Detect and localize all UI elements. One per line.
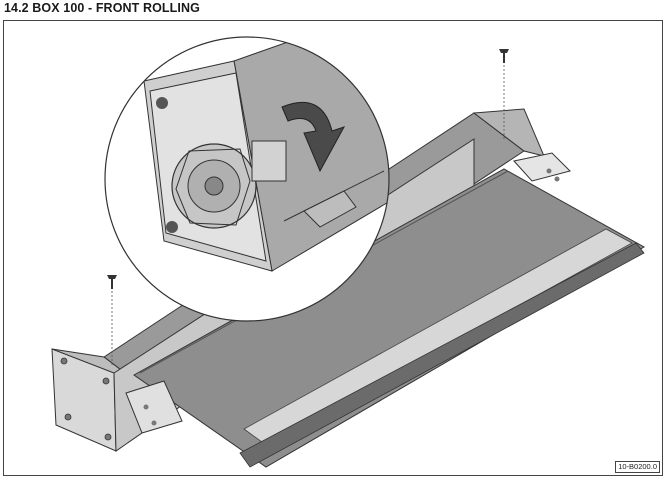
rotation-arrow-icon bbox=[281, 102, 346, 173]
sliding-lid bbox=[133, 168, 646, 468]
reference-code: 10-B0200.0 bbox=[615, 461, 660, 473]
left-bracket bbox=[125, 380, 183, 434]
screw-icon bbox=[499, 49, 509, 139]
right-bracket bbox=[513, 152, 571, 182]
technical-drawing-frame: 10-B0200.0 bbox=[3, 20, 663, 476]
screw-icon bbox=[107, 275, 117, 367]
lid-light-strip bbox=[243, 228, 633, 446]
box-assembly-drawing bbox=[51, 36, 646, 468]
lid-front-edge bbox=[239, 242, 645, 468]
page-title: 14.2 BOX 100 - FRONT ROLLING bbox=[4, 1, 200, 15]
